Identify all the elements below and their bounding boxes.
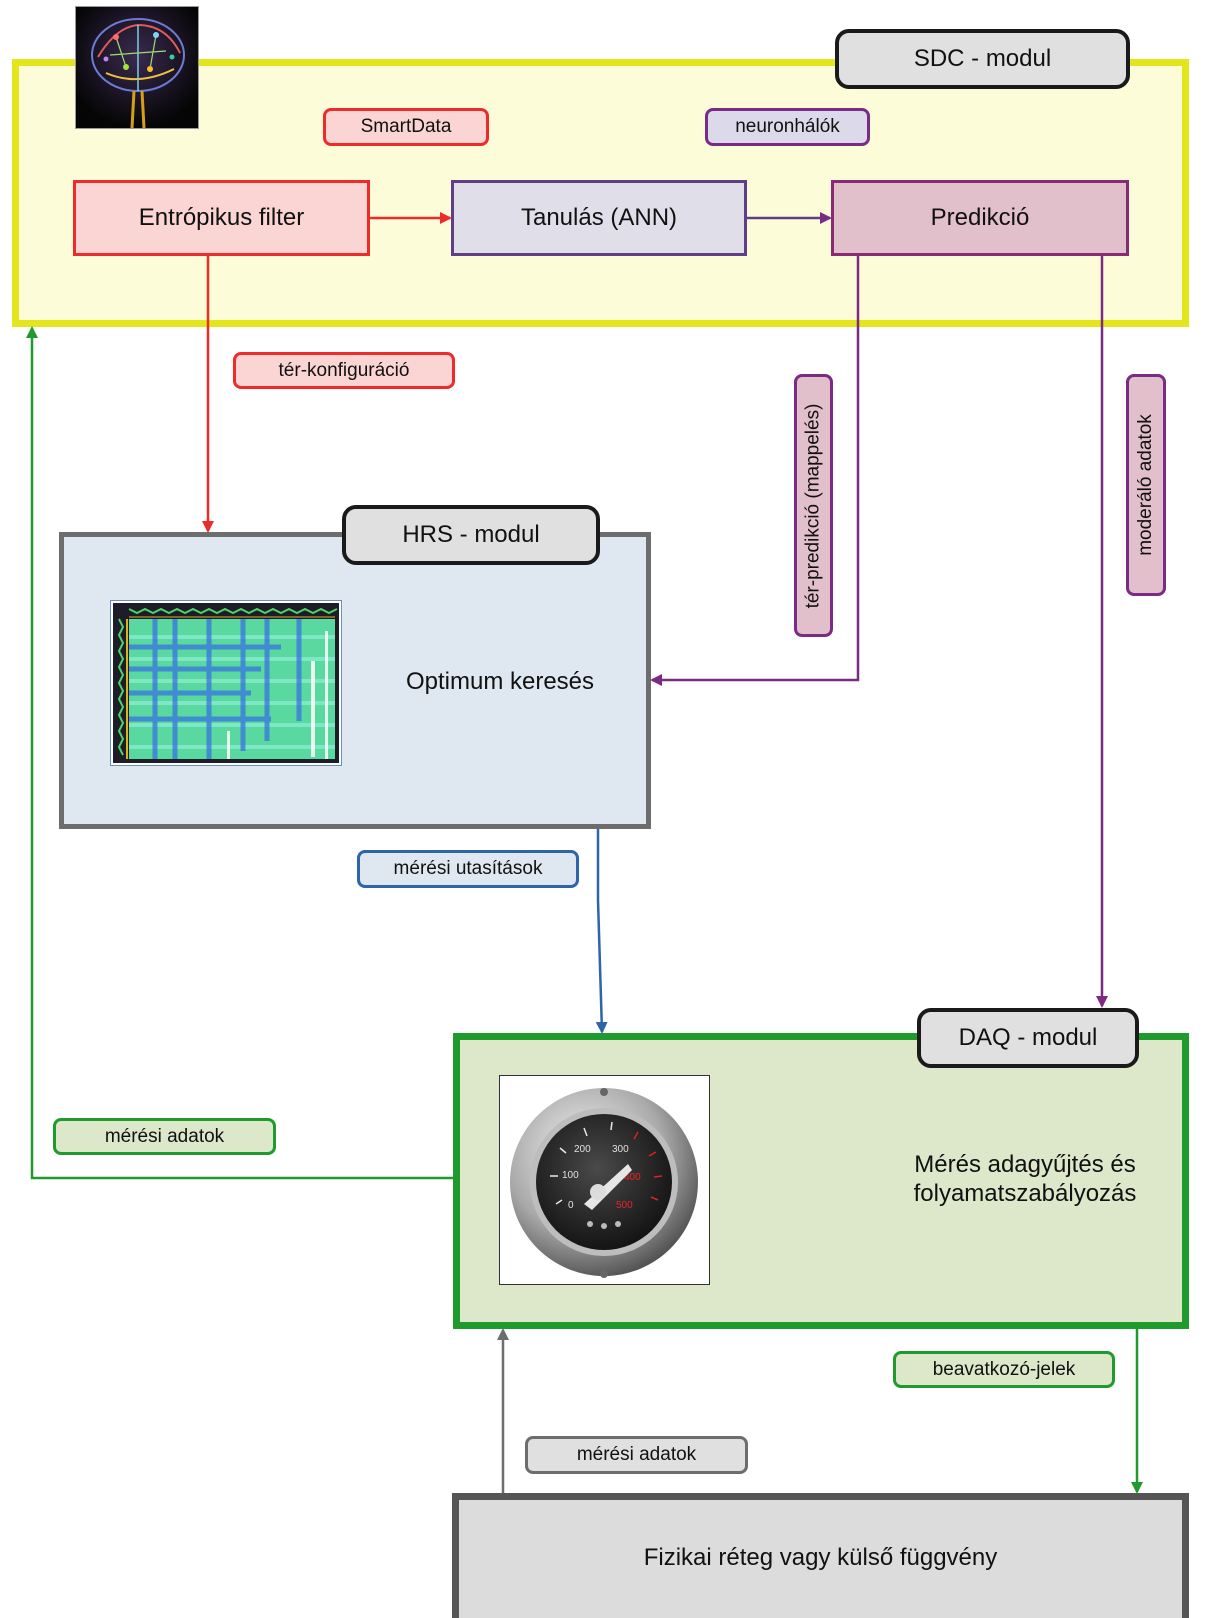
heatmap-image	[110, 600, 342, 766]
intervention-signals-tag: beavatkozó-jelek	[893, 1351, 1115, 1388]
arrow-daq-to-sdc	[26, 326, 453, 1180]
arrow-prediction-to-hrs	[650, 256, 860, 686]
daq-description: Mérés adagyűjtés és folyamatszabályozás	[880, 1150, 1170, 1214]
moderating-data-tag: moderáló adatok	[1126, 374, 1166, 596]
entropic-filter-box: Entrópikus filter	[73, 180, 370, 256]
arrow-hrs-to-daq	[595, 829, 608, 1034]
daq-description-line-1: Mérés adagyűjtés és	[914, 1151, 1136, 1178]
daq-module-label: DAQ - modul	[917, 1008, 1139, 1068]
daq-description-line-2: folyamatszabályozás	[913, 1180, 1137, 1207]
space-config-tag: tér-konfiguráció	[233, 352, 455, 389]
gauge-tick-500: 500	[616, 1200, 633, 1211]
sdc-module-label: SDC - modul	[835, 29, 1130, 89]
moderating-data-tag-text: moderáló adatok	[1135, 414, 1157, 556]
pressure-gauge-image: 0 100 200 300 400 500	[499, 1075, 710, 1285]
hrs-module-label: HRS - modul	[342, 505, 600, 565]
space-prediction-tag: tér-predikció (mappelés)	[794, 374, 833, 637]
measurement-data-left-tag: mérési adatok	[53, 1118, 276, 1155]
brain-image	[75, 6, 199, 129]
optimum-search-text: Optimum keresés	[405, 668, 595, 695]
physical-layer-box: Fizikai réteg vagy külső függvény	[452, 1493, 1189, 1618]
measurement-data-bottom-tag: mérési adatok	[525, 1436, 748, 1474]
smartdata-tag: SmartData	[323, 108, 489, 146]
neural-networks-tag: neuronhálók	[705, 108, 870, 146]
space-prediction-tag-text: tér-predikció (mappelés)	[802, 403, 824, 608]
gauge-tick-300: 300	[612, 1144, 629, 1155]
learning-ann-box: Tanulás (ANN)	[451, 180, 747, 256]
measurement-instructions-tag: mérési utasítások	[357, 850, 579, 888]
gauge-tick-100: 100	[562, 1170, 579, 1181]
gauge-tick-200: 200	[574, 1144, 591, 1155]
gauge-tick-400: 400	[624, 1172, 641, 1183]
gauge-tick-0: 0	[568, 1200, 574, 1211]
prediction-box: Predikció	[831, 180, 1129, 256]
